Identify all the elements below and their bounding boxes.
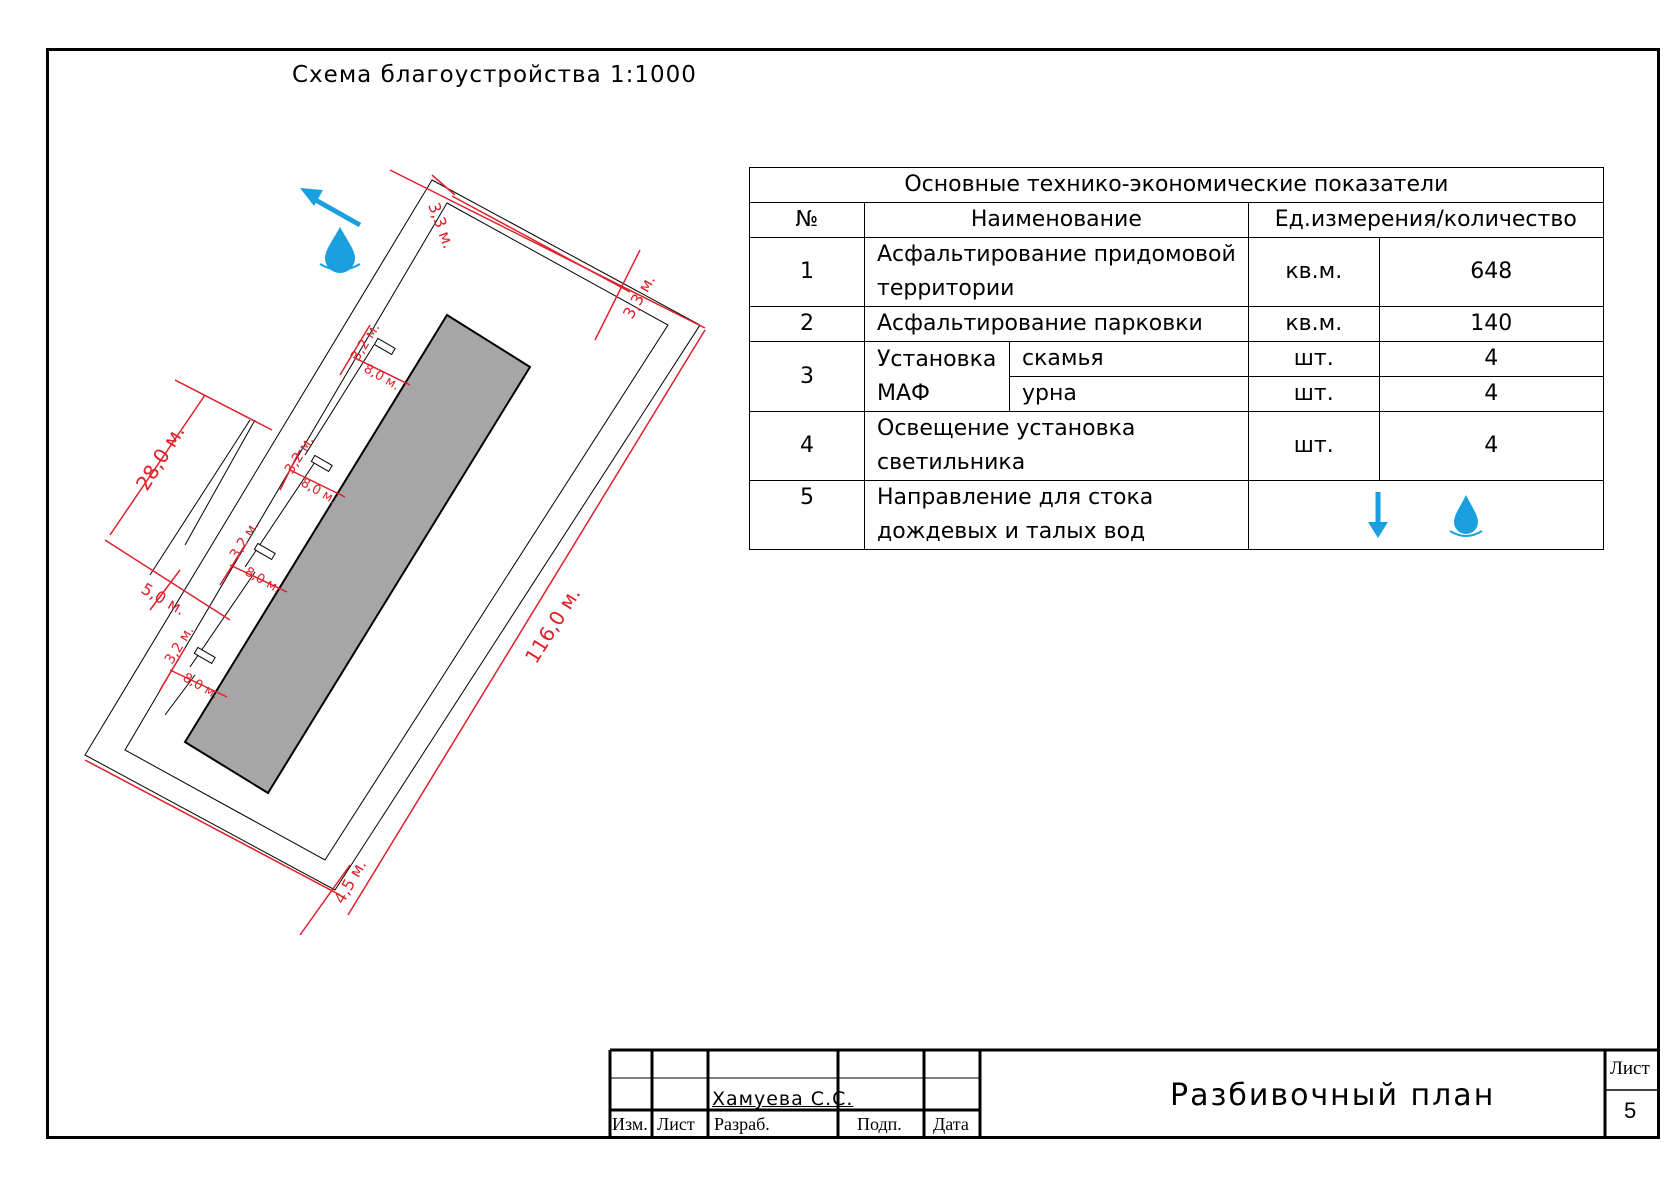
row-3-sub-2-name: урна	[1009, 376, 1249, 412]
scheme-title: Схема благоустройства 1:1000	[292, 62, 697, 88]
row-2-values: кв.м.140	[1247, 306, 1604, 342]
stamp-col-razrab: Разраб.	[714, 1114, 770, 1134]
stamp-author: Хамуева С.С.	[712, 1088, 854, 1110]
row-3-sub-1-name: скамья	[1009, 341, 1249, 377]
site-boundary	[84, 179, 701, 891]
stamp-col-data: Дата	[933, 1114, 969, 1134]
arrow-down-icon	[1367, 492, 1388, 538]
building	[183, 313, 532, 795]
water-drop-icon	[1449, 495, 1483, 537]
stamp-title: Разбивочный план	[1170, 1078, 1496, 1113]
stamp-sheet-label: Лист	[1610, 1058, 1650, 1079]
col-header-num: №	[749, 202, 865, 238]
row-2-name: Асфальтирование парковки	[864, 306, 1249, 342]
stamp-col-list: Лист	[657, 1114, 695, 1134]
row-2-num: 2	[749, 306, 865, 342]
bench-icons	[193, 337, 396, 665]
table-title: Основные технико-экономические показател…	[749, 167, 1604, 203]
stamp-col-izm: Изм.	[612, 1114, 648, 1134]
col-header-unit: Ед.измерения/количество	[1247, 202, 1604, 238]
row-4-num: 4	[749, 411, 865, 481]
drawing-frame	[46, 48, 1660, 1139]
dimension-lines	[84, 169, 706, 936]
row-1-num: 1	[749, 237, 865, 307]
row-4-values: шт.4	[1247, 411, 1604, 481]
stamp-sheet-num: 5	[1624, 1098, 1637, 1123]
tep-table: Основные технико-экономические показател…	[749, 167, 1604, 550]
row-3-sub-2-values: шт.4	[1247, 376, 1604, 412]
stamp-col-podp: Подп.	[857, 1114, 902, 1134]
water-drop-icon	[319, 227, 361, 273]
row-5-num: 5	[749, 480, 865, 550]
arrow-icon	[300, 188, 362, 228]
row-5-legend	[1247, 480, 1604, 550]
